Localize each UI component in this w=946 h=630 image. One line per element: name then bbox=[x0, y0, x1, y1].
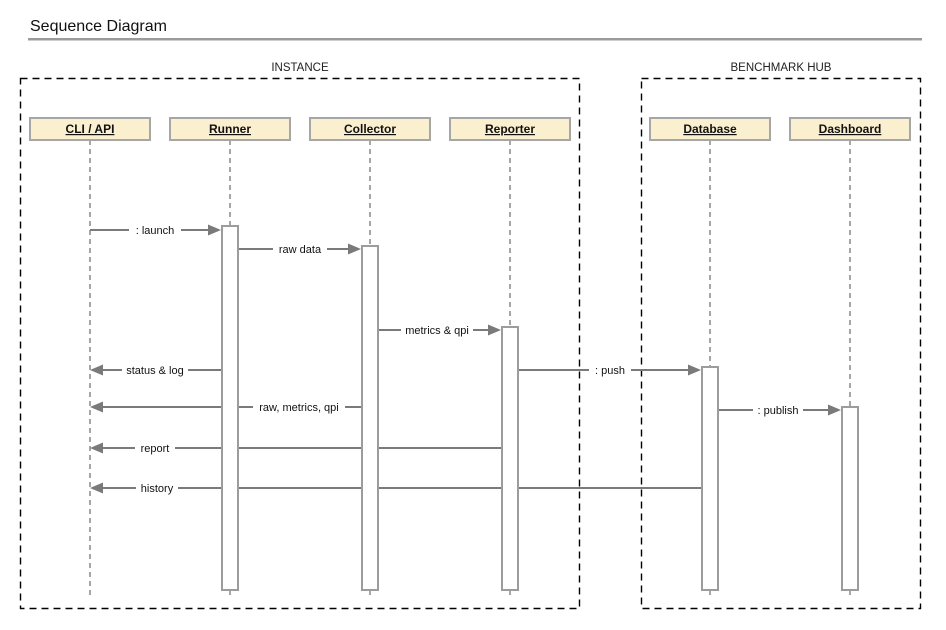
arrowhead-launch-icon bbox=[208, 224, 221, 236]
activation-database bbox=[701, 366, 719, 591]
activation-collector bbox=[361, 245, 379, 591]
frame-benchmark-hub-border bbox=[640, 77, 922, 610]
page-title: Sequence Diagram bbox=[30, 18, 167, 35]
participant-collector-label: Collector bbox=[344, 122, 396, 136]
message-push: : push bbox=[589, 363, 631, 377]
participant-cli-api: CLI / API bbox=[29, 117, 151, 141]
participant-reporter: Reporter bbox=[449, 117, 571, 141]
arrowhead-metrics-qpi-icon bbox=[488, 324, 501, 336]
participant-database: Database bbox=[649, 117, 771, 141]
participant-reporter-label: Reporter bbox=[485, 122, 535, 136]
message-raw-data: raw data bbox=[273, 242, 327, 256]
arrowhead-report-icon bbox=[90, 442, 103, 454]
message-history: history bbox=[136, 481, 178, 495]
participant-runner-label: Runner bbox=[209, 122, 251, 136]
arrowhead-raw-metrics-qpi-icon bbox=[90, 401, 103, 413]
message-history-label: history bbox=[141, 483, 174, 495]
activation-reporter bbox=[501, 326, 519, 591]
message-raw-metrics-qpi-label: raw, metrics, qpi bbox=[259, 402, 338, 414]
arrowhead-raw-data-icon bbox=[348, 243, 361, 255]
frame-instance-label: INSTANCE bbox=[271, 62, 329, 74]
message-report: report bbox=[135, 441, 175, 455]
message-status-log: status & log bbox=[122, 363, 188, 377]
message-publish-label: : publish bbox=[758, 405, 799, 417]
message-report-label: report bbox=[141, 443, 170, 455]
frame-benchmark-hub-label: BENCHMARK HUB bbox=[731, 62, 832, 74]
participant-runner: Runner bbox=[169, 117, 291, 141]
message-status-log-label: status & log bbox=[126, 365, 183, 377]
frame-instance: INSTANCE bbox=[19, 62, 581, 610]
message-launch: : launch bbox=[129, 223, 181, 237]
message-launch-label: : launch bbox=[136, 225, 175, 237]
frame-instance-border bbox=[19, 77, 581, 610]
frame-benchmark-hub: BENCHMARK HUB bbox=[640, 62, 922, 610]
arrowhead-publish-icon bbox=[828, 404, 841, 416]
arrowhead-status-log-icon bbox=[90, 364, 103, 376]
message-metrics-qpi: metrics & qpi bbox=[401, 323, 473, 337]
message-raw-data-label: raw data bbox=[279, 244, 322, 256]
participant-dashboard-label: Dashboard bbox=[819, 122, 882, 136]
activation-runner bbox=[221, 225, 239, 591]
participant-database-label: Database bbox=[683, 122, 737, 136]
message-metrics-qpi-label: metrics & qpi bbox=[405, 325, 469, 337]
participant-dashboard: Dashboard bbox=[789, 117, 911, 141]
message-push-label: : push bbox=[595, 365, 625, 377]
title-divider bbox=[28, 38, 922, 41]
arrowhead-history-icon bbox=[90, 482, 103, 494]
participant-cli-api-label: CLI / API bbox=[66, 122, 115, 136]
activation-dashboard bbox=[841, 406, 859, 591]
arrowhead-push-icon bbox=[688, 364, 701, 376]
message-raw-metrics-qpi: raw, metrics, qpi bbox=[253, 400, 345, 414]
message-publish: : publish bbox=[753, 403, 803, 417]
participant-collector: Collector bbox=[309, 117, 431, 141]
